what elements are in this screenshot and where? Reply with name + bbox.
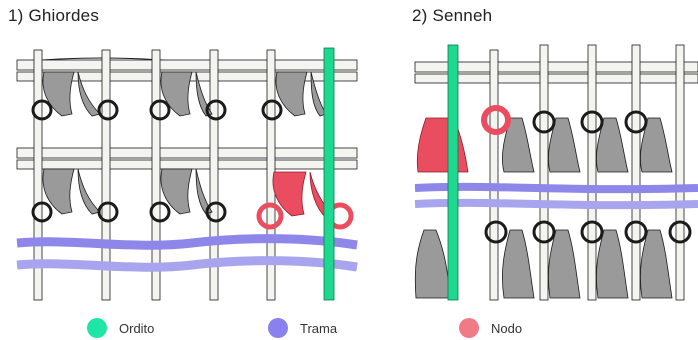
legend-ordito: Ordito [87, 318, 154, 338]
wefts-blue [17, 239, 357, 268]
ghiordes-title: 1) Ghiordes [8, 6, 99, 26]
legend-nodo-label: Nodo [491, 321, 522, 336]
knot-tufts-row-2 [43, 169, 212, 214]
senneh-knot-diagram [410, 40, 698, 305]
legend-trama: Trama [268, 318, 337, 338]
warp-highlight [324, 48, 334, 300]
legend-trama-label: Trama [300, 321, 337, 336]
legend-nodo-swatch [459, 318, 479, 338]
senneh-title: 2) Senneh [412, 6, 492, 26]
legend-nodo: Nodo [459, 318, 522, 338]
warp-highlight [448, 45, 458, 300]
legend-trama-swatch [268, 318, 288, 338]
ghiordes-knot-diagram [12, 40, 362, 305]
legend-ordito-label: Ordito [119, 321, 154, 336]
legend-ordito-swatch [87, 318, 107, 338]
